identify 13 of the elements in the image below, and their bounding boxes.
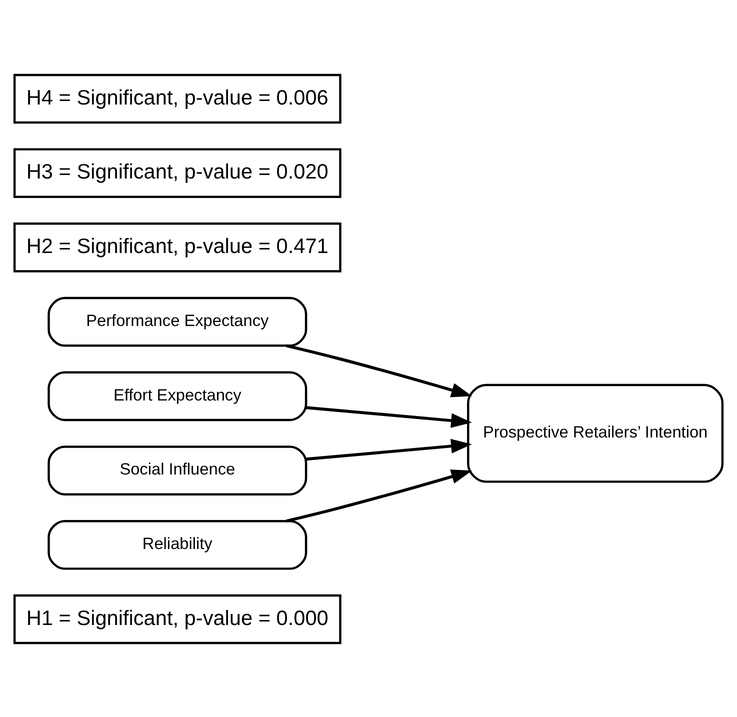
- node-box: H4 = Significant, p-value = 0.006: [13, 73, 342, 124]
- arrow: [286, 469, 472, 522]
- node-box: Prospective Retailers’ Intention: [467, 383, 724, 482]
- arrow: [306, 406, 472, 428]
- arrow: [286, 344, 472, 397]
- node-box: Reliability: [48, 520, 308, 570]
- node-box: Social Influence: [48, 445, 308, 495]
- arrow: [306, 438, 472, 460]
- node-box: Performance Expectancy: [48, 296, 308, 346]
- node-box: H1 = Significant, p-value = 0.000: [13, 594, 342, 644]
- node-box: Effort Expectancy: [48, 370, 308, 421]
- node-box: H2 = Significant, p-value = 0.471: [13, 222, 342, 272]
- node-box: H3 = Significant, p-value = 0.020: [13, 148, 342, 198]
